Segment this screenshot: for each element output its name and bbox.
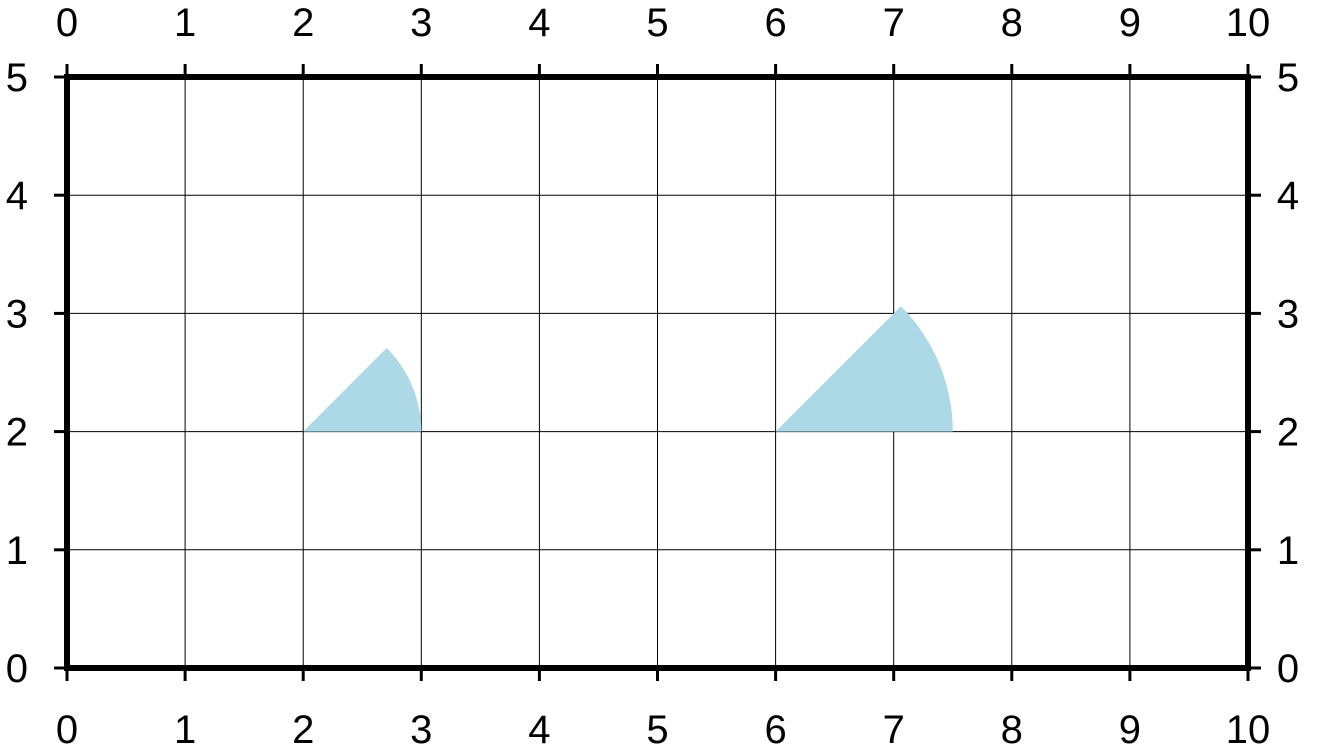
y-tick-label-right: 2 <box>1277 411 1299 455</box>
plot-border <box>64 74 1251 671</box>
x-tick-label-bottom: 5 <box>646 708 668 746</box>
x-tick-label-top: 2 <box>292 1 314 45</box>
x-tick-label-top: 3 <box>410 1 432 45</box>
x-tick-label-top: 5 <box>646 1 668 45</box>
y-tick-label-left: 1 <box>6 529 28 573</box>
x-tick-label-top: 4 <box>528 1 550 45</box>
x-tick-label-bottom: 2 <box>292 708 314 746</box>
x-tick-label-bottom: 10 <box>1226 708 1271 746</box>
wedge-series <box>303 306 953 432</box>
x-tick-label-bottom: 6 <box>764 708 786 746</box>
x-tick-label-bottom: 0 <box>56 708 78 746</box>
y-tick-label-left: 2 <box>6 411 28 455</box>
y-tick-label-right: 0 <box>1277 647 1299 691</box>
x-tick-label-top: 9 <box>1119 1 1141 45</box>
y-tick-label-left: 0 <box>6 647 28 691</box>
x-tick-label-top: 1 <box>174 1 196 45</box>
y-tick-label-right: 1 <box>1277 529 1299 573</box>
x-tick-label-top: 8 <box>1001 1 1023 45</box>
grid-lines <box>66 76 1249 669</box>
x-tick-label-top: 10 <box>1226 1 1271 45</box>
x-tick-label-bottom: 1 <box>174 708 196 746</box>
wedge <box>303 348 422 432</box>
x-tick-label-bottom: 4 <box>528 708 550 746</box>
axis-ticks <box>54 64 1261 681</box>
y-tick-label-left: 5 <box>6 56 28 100</box>
wedge <box>775 306 953 432</box>
x-tick-label-bottom: 9 <box>1119 708 1141 746</box>
x-tick-label-top: 6 <box>764 1 786 45</box>
y-tick-label-left: 4 <box>6 174 28 218</box>
y-tick-label-right: 3 <box>1277 292 1299 336</box>
x-tick-label-bottom: 7 <box>883 708 905 746</box>
x-tick-label-bottom: 3 <box>410 708 432 746</box>
x-tick-label-bottom: 8 <box>1001 708 1023 746</box>
y-tick-label-right: 5 <box>1277 56 1299 100</box>
x-tick-label-top: 0 <box>56 1 78 45</box>
plot-frame <box>64 74 1251 671</box>
y-tick-label-right: 4 <box>1277 174 1299 218</box>
x-tick-label-top: 7 <box>883 1 905 45</box>
y-tick-label-left: 3 <box>6 292 28 336</box>
